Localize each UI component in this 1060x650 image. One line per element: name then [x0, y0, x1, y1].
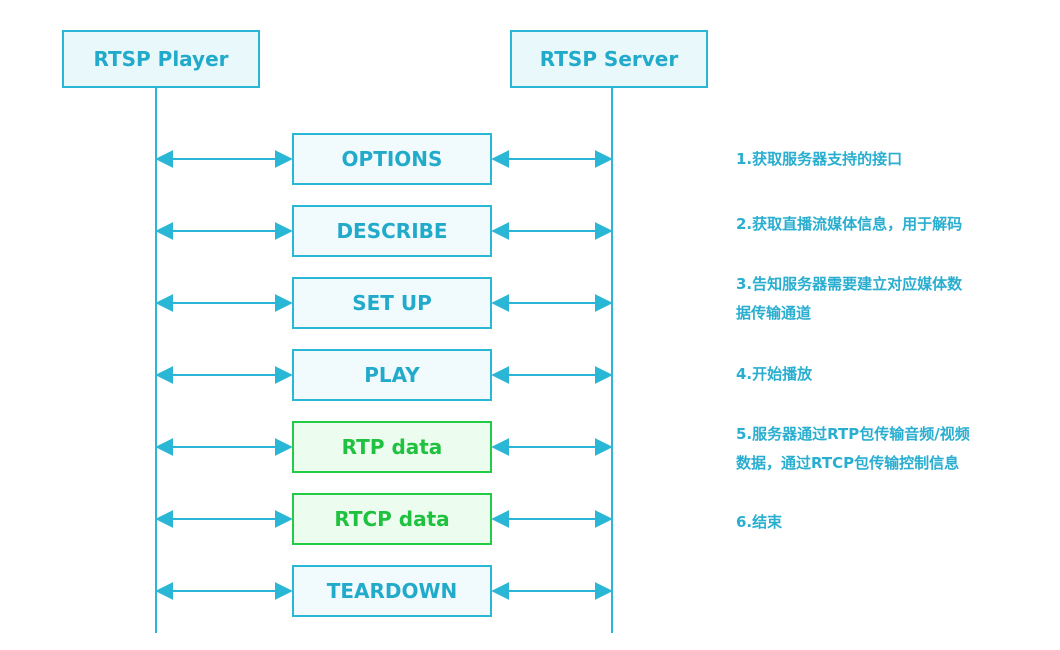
note-6: 6.结束 — [736, 508, 1016, 537]
participant-server: RTSP Server — [510, 30, 708, 88]
message-box-3: PLAY — [292, 349, 492, 401]
message-label: RTP data — [341, 435, 443, 459]
note-line: 5.服务器通过RTP包传输音频/视频 — [736, 425, 970, 443]
note-3: 3.告知服务器需要建立对应媒体数据传输通道 — [736, 270, 1016, 328]
note-line: 4.开始播放 — [736, 365, 813, 383]
message-box-0: OPTIONS — [292, 133, 492, 185]
note-line: 2.获取直播流媒体信息，用于解码 — [736, 215, 963, 233]
participant-player: RTSP Player — [62, 30, 260, 88]
note-line: 据传输通道 — [736, 304, 812, 322]
note-1: 1.获取服务器支持的接口 — [736, 145, 1016, 174]
message-box-4: RTP data — [292, 421, 492, 473]
message-label: TEARDOWN — [326, 579, 458, 603]
message-box-1: DESCRIBE — [292, 205, 492, 257]
note-line: 1.获取服务器支持的接口 — [736, 150, 903, 168]
message-label: OPTIONS — [341, 147, 443, 171]
note-line: 数据，通过RTCP包传输控制信息 — [736, 454, 960, 472]
note-line: 3.告知服务器需要建立对应媒体数 — [736, 275, 963, 293]
message-label: SET UP — [352, 291, 432, 315]
message-label: DESCRIBE — [336, 219, 448, 243]
participant-server-label: RTSP Server — [539, 47, 679, 71]
arrows-group — [155, 150, 613, 600]
participant-player-label: RTSP Player — [93, 47, 229, 71]
message-label: RTCP data — [334, 507, 450, 531]
message-label: PLAY — [364, 363, 420, 387]
message-box-5: RTCP data — [292, 493, 492, 545]
note-5: 5.服务器通过RTP包传输音频/视频数据，通过RTCP包传输控制信息 — [736, 420, 1016, 478]
note-4: 4.开始播放 — [736, 360, 1016, 389]
note-2: 2.获取直播流媒体信息，用于解码 — [736, 210, 1016, 239]
note-line: 6.结束 — [736, 513, 783, 531]
message-box-2: SET UP — [292, 277, 492, 329]
message-box-6: TEARDOWN — [292, 565, 492, 617]
